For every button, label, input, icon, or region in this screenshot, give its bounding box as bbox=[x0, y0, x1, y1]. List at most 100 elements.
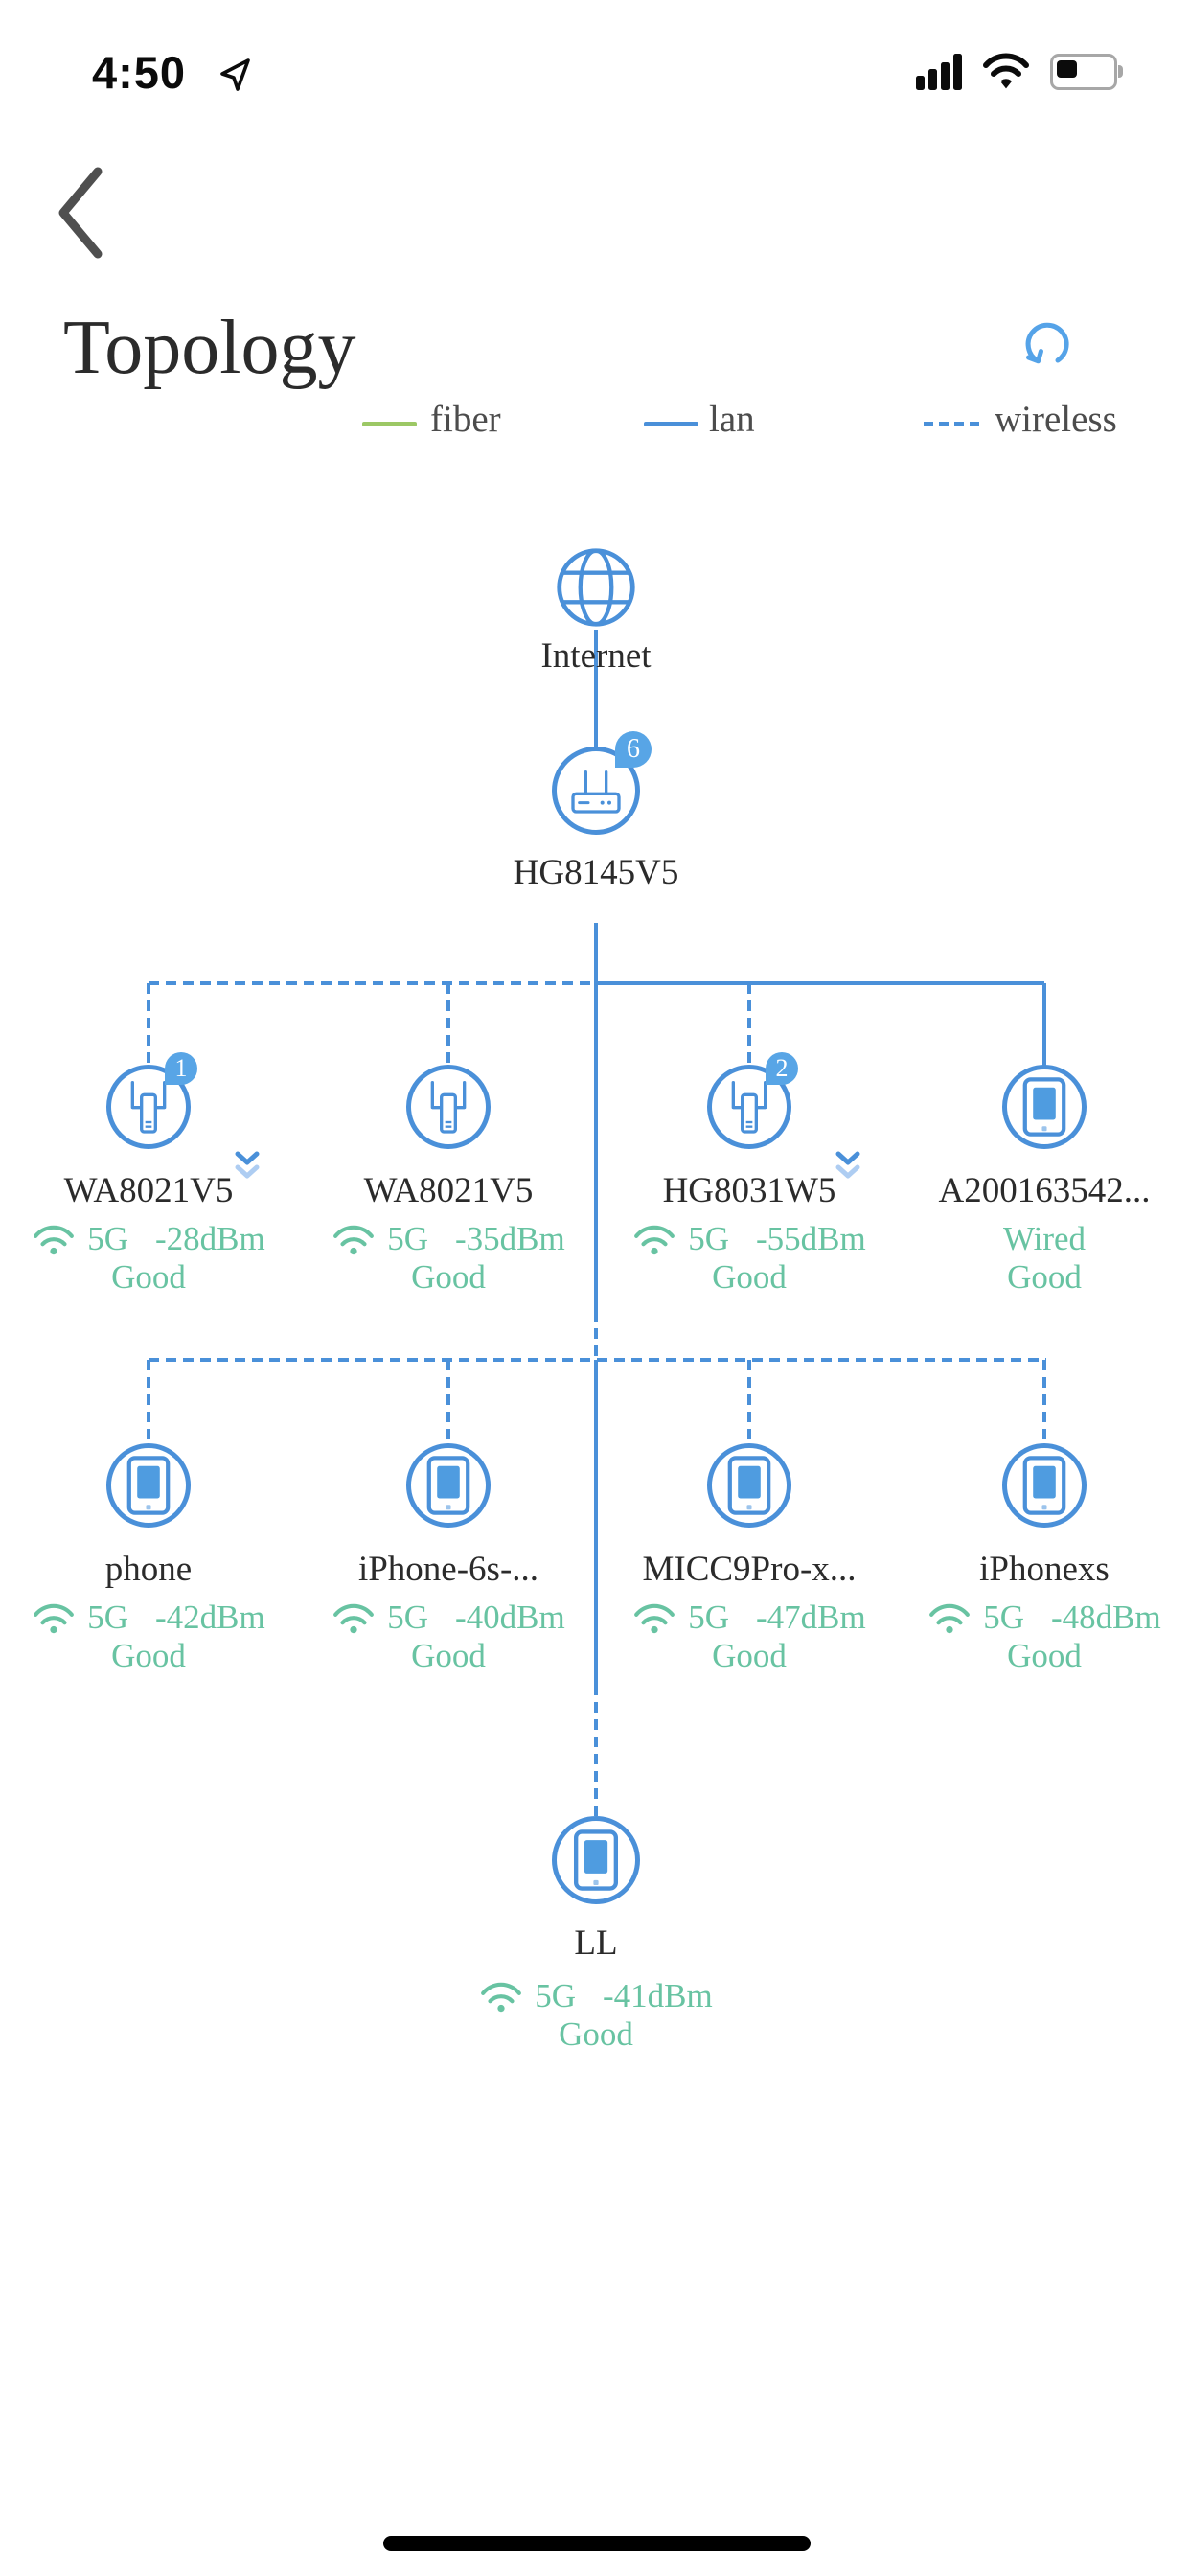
device-node-row1-3: 2 HG8031W5 5G -55dBm Good bbox=[596, 1052, 903, 1297]
internet-label: Internet bbox=[540, 636, 652, 676]
legend-fiber-line bbox=[362, 422, 417, 426]
device-label: A200163542... bbox=[938, 1171, 1151, 1210]
expand-chevron-icon[interactable] bbox=[835, 1150, 860, 1181]
wifi-signal-icon bbox=[634, 1603, 675, 1634]
trunk-dashed-to-ll bbox=[594, 1685, 598, 1817]
signal-status: Good bbox=[559, 2015, 633, 2053]
signal-band: 5G bbox=[688, 1598, 730, 1636]
trunk-dashed-mid bbox=[594, 1311, 598, 1360]
signal-strength: -47dBm bbox=[756, 1598, 866, 1636]
signal-status: Good bbox=[111, 1258, 186, 1296]
device-circle[interactable] bbox=[106, 1443, 191, 1528]
device-label: iPhonexs bbox=[979, 1550, 1110, 1589]
legend-fiber-label: fiber bbox=[430, 399, 501, 440]
legend-lan-line bbox=[644, 422, 698, 426]
wifi-signal-icon bbox=[333, 1603, 375, 1634]
device-label: iPhone-6s-... bbox=[357, 1550, 539, 1589]
signal-info: 5G -47dBm bbox=[632, 1598, 866, 1637]
globe-icon bbox=[554, 545, 638, 630]
phone-icon bbox=[573, 1829, 619, 1891]
refresh-button[interactable] bbox=[1021, 318, 1073, 370]
signal-info: 5G -35dBm bbox=[332, 1220, 565, 1258]
back-button[interactable] bbox=[50, 165, 109, 261]
trunk-solid-lower bbox=[594, 1360, 598, 1685]
signal-strength: -55dBm bbox=[756, 1220, 866, 1257]
device-circle[interactable] bbox=[1002, 1443, 1087, 1528]
phone-icon bbox=[1022, 1456, 1066, 1515]
device-circle[interactable] bbox=[552, 1816, 640, 1904]
device-node-row2-1: phone 5G -42dBm Good bbox=[0, 1443, 302, 1675]
page-title: Topology bbox=[63, 306, 356, 390]
wifi-signal-icon bbox=[34, 1603, 75, 1634]
device-node-row1-1: 1 WA8021V5 5G -28dBm Good bbox=[0, 1052, 302, 1297]
row2-drop-2 bbox=[446, 1360, 450, 1444]
signal-strength: -40dBm bbox=[455, 1598, 565, 1636]
signal-info: 5G -28dBm bbox=[32, 1220, 265, 1258]
wifi-status-icon bbox=[983, 53, 1029, 89]
expand-chevron-icon[interactable] bbox=[235, 1150, 260, 1181]
signal-status: Good bbox=[712, 1637, 787, 1674]
signal-band: 5G bbox=[87, 1598, 129, 1636]
device-circle[interactable] bbox=[707, 1065, 791, 1149]
legend-lan-label: lan bbox=[709, 399, 755, 440]
signal-strength: -41dBm bbox=[603, 1977, 713, 2014]
line-internet-to-gateway bbox=[594, 630, 598, 748]
tablet-icon bbox=[1022, 1077, 1066, 1137]
wifi-signal-icon bbox=[481, 1982, 522, 2012]
signal-status: Good bbox=[1007, 1258, 1082, 1296]
signal-status: Good bbox=[712, 1258, 787, 1296]
row1-lan-branch bbox=[596, 981, 1044, 985]
extender-icon bbox=[731, 1080, 767, 1134]
device-circle[interactable] bbox=[1002, 1065, 1087, 1149]
device-circle[interactable] bbox=[707, 1443, 791, 1528]
device-node-row2-2: iPhone-6s-... 5G -40dBm Good bbox=[295, 1443, 602, 1675]
router-icon bbox=[571, 770, 621, 814]
device-node-row2-3: MICC9Pro-x... 5G -47dBm Good bbox=[596, 1443, 903, 1675]
row1-drop-2 bbox=[446, 983, 450, 1066]
signal-status: Good bbox=[1007, 1637, 1082, 1674]
row2-drop-3 bbox=[747, 1360, 751, 1444]
signal-strength: -28dBm bbox=[155, 1220, 265, 1257]
device-node-row2-4: iPhonexs 5G -48dBm Good bbox=[891, 1443, 1190, 1675]
gateway-node: 6 HG8145V5 bbox=[443, 731, 749, 894]
row1-drop-4-wired bbox=[1042, 983, 1046, 1066]
extender-icon bbox=[430, 1080, 467, 1134]
connection-type: Wired bbox=[1002, 1220, 1087, 1257]
internet-node: Internet bbox=[443, 545, 749, 678]
row2-drop-1 bbox=[147, 1360, 150, 1444]
device-label: phone bbox=[104, 1550, 193, 1589]
signal-status: Good bbox=[411, 1637, 486, 1674]
home-indicator[interactable] bbox=[383, 2536, 811, 2551]
status-bar-time: 4:50 bbox=[92, 47, 187, 98]
cellular-signal-icon bbox=[916, 54, 968, 90]
battery-icon bbox=[1050, 54, 1123, 90]
row1-drop-3 bbox=[747, 983, 751, 1066]
row2-drop-4 bbox=[1042, 1360, 1046, 1444]
extender-icon bbox=[130, 1080, 167, 1134]
signal-band: 5G bbox=[688, 1220, 730, 1257]
device-node-row1-4: A200163542... Wired Good bbox=[891, 1065, 1190, 1297]
client-count-badge: 1 bbox=[165, 1052, 197, 1085]
wifi-signal-icon bbox=[34, 1225, 75, 1255]
signal-strength: -35dBm bbox=[455, 1220, 565, 1257]
device-label: WA8021V5 bbox=[63, 1171, 234, 1210]
device-circle[interactable] bbox=[406, 1443, 491, 1528]
device-node-ll: LL 5G -41dBm Good bbox=[443, 1816, 749, 2054]
device-circle[interactable] bbox=[406, 1065, 491, 1149]
signal-strength: -42dBm bbox=[155, 1598, 265, 1636]
device-label: HG8031W5 bbox=[662, 1171, 836, 1210]
client-count-badge: 2 bbox=[766, 1052, 798, 1085]
wifi-signal-icon bbox=[929, 1603, 971, 1634]
row1-drop-1 bbox=[147, 983, 150, 1066]
wifi-signal-icon bbox=[333, 1225, 375, 1255]
trunk-solid-upper bbox=[594, 923, 598, 1311]
signal-band: 5G bbox=[387, 1220, 429, 1257]
wifi-signal-icon bbox=[634, 1225, 675, 1255]
signal-info: 5G -48dBm bbox=[927, 1598, 1161, 1637]
signal-band: 5G bbox=[983, 1598, 1025, 1636]
device-label: WA8021V5 bbox=[363, 1171, 534, 1210]
signal-strength: -48dBm bbox=[1051, 1598, 1161, 1636]
legend-wireless-label: wireless bbox=[995, 399, 1117, 440]
signal-status: Good bbox=[111, 1637, 186, 1674]
device-node-row1-2: WA8021V5 5G -35dBm Good bbox=[295, 1065, 602, 1297]
